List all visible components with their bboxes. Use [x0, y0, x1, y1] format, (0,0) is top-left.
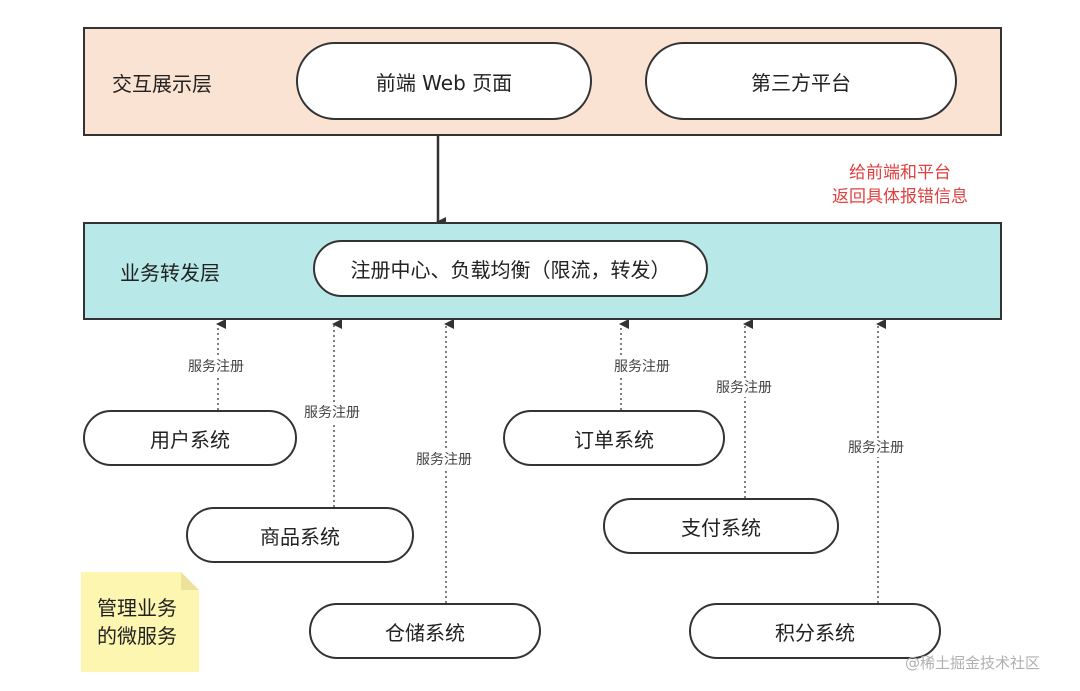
- order-system-node: 订单系统: [503, 410, 725, 466]
- forwarding-layer-label: 业务转发层: [120, 261, 220, 285]
- error-note-line-1: 给前端和平台: [849, 163, 951, 183]
- payment-system-node: 支付系统: [603, 498, 839, 554]
- product-system-node: 商品系统: [186, 507, 414, 563]
- sticky-note-line-1: 管理业务: [97, 596, 177, 620]
- third-party-node: 第三方平台: [645, 42, 957, 120]
- sticky-note: 管理业务 的微服务: [81, 572, 199, 672]
- interaction-layer-label: 交互展示层: [112, 72, 212, 96]
- edge-label-order: 服务注册: [612, 358, 672, 376]
- edge-label-warehouse: 服务注册: [414, 451, 474, 469]
- error-note-line-2: 返回具体报错信息: [832, 187, 968, 207]
- user-system-node: 用户系统: [83, 410, 297, 466]
- sticky-note-fold: [181, 572, 199, 590]
- edge-label-product: 服务注册: [302, 404, 362, 422]
- edge-label-points: 服务注册: [846, 439, 906, 457]
- frontend-web-node: 前端 Web 页面: [296, 42, 592, 120]
- registry-load-balancer-node: 注册中心、负载均衡（限流，转发）: [313, 240, 708, 297]
- sticky-note-line-2: 的微服务: [97, 624, 177, 648]
- edge-label-user: 服务注册: [186, 358, 246, 376]
- watermark: @稀土掘金技术社区: [905, 654, 1041, 672]
- error-return-note: 给前端和平台 返回具体报错信息: [816, 161, 984, 209]
- warehouse-system-node: 仓储系统: [309, 603, 541, 659]
- edge-label-payment: 服务注册: [714, 379, 774, 397]
- points-system-node: 积分系统: [689, 603, 941, 659]
